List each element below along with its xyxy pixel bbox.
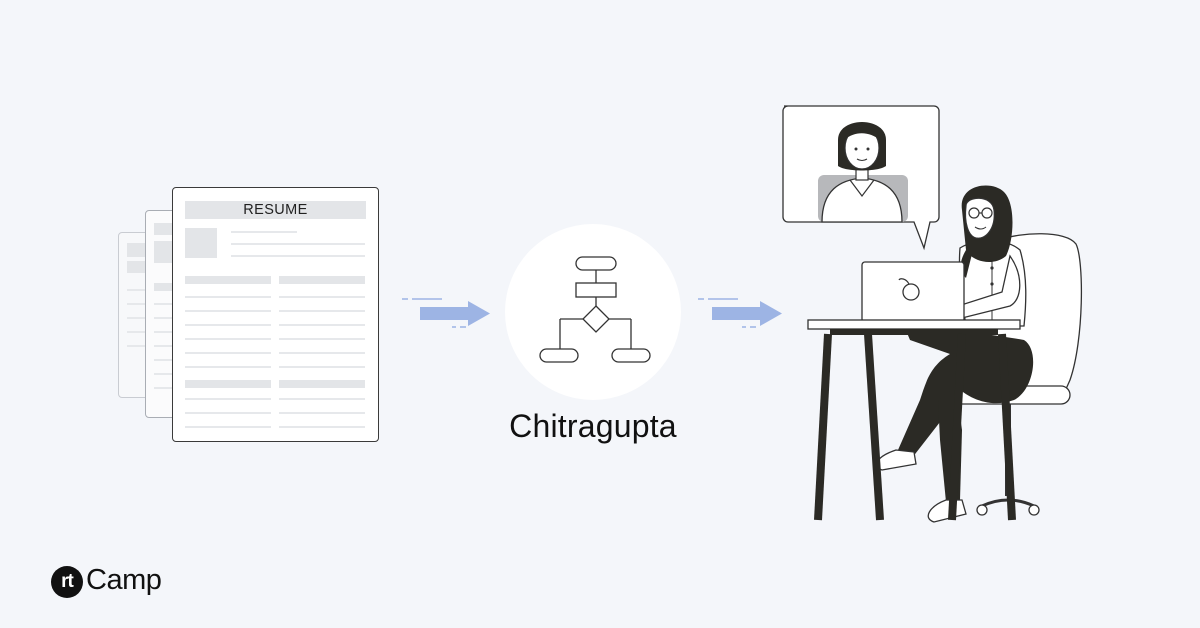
placeholder-line	[127, 345, 147, 347]
placeholder-line	[127, 317, 147, 319]
placeholder-line	[185, 352, 271, 354]
section-heading-placeholder	[279, 276, 365, 284]
placeholder-line	[279, 310, 365, 312]
resume-photo-placeholder	[185, 228, 217, 258]
placeholder-line	[185, 310, 271, 312]
placeholder-line	[185, 426, 271, 428]
placeholder-line	[231, 255, 365, 257]
section-heading-placeholder	[185, 380, 271, 388]
placeholder-line	[154, 387, 176, 389]
placeholder-line	[231, 243, 365, 245]
placeholder-line	[127, 303, 147, 305]
rtcamp-logo-icon: rt	[51, 566, 83, 598]
logo-mark-text: rt	[61, 571, 74, 592]
placeholder-line	[154, 317, 176, 319]
placeholder-line	[279, 412, 365, 414]
flowchart-icon	[539, 256, 651, 363]
placeholder-line	[279, 338, 365, 340]
placeholder-line	[279, 398, 365, 400]
section-heading-placeholder	[185, 276, 271, 284]
resume-title: RESUME	[185, 201, 366, 219]
placeholder-line	[185, 296, 271, 298]
placeholder-block	[154, 283, 176, 291]
process-label: Chitragupta	[509, 408, 677, 444]
placeholder-block	[154, 223, 176, 235]
placeholder-line	[279, 426, 365, 428]
placeholder-line	[279, 296, 365, 298]
interview-scene	[782, 105, 1083, 523]
placeholder-line	[154, 303, 176, 305]
placeholder-line	[279, 324, 365, 326]
placeholder-line	[279, 366, 365, 368]
placeholder-block	[127, 261, 147, 273]
resume-sheet-front: RESUME	[172, 187, 379, 442]
logo-wordmark: Camp	[86, 564, 162, 596]
placeholder-line	[185, 338, 271, 340]
placeholder-line	[154, 345, 176, 347]
placeholder-line	[154, 359, 176, 361]
section-heading-placeholder	[279, 380, 365, 388]
interviewer-icon	[782, 105, 940, 251]
arrow-right-icon	[402, 298, 490, 328]
placeholder-line	[279, 352, 365, 354]
placeholder-block	[154, 241, 176, 263]
placeholder-line	[127, 289, 147, 291]
placeholder-line	[231, 231, 297, 233]
placeholder-line	[154, 331, 176, 333]
placeholder-line	[185, 366, 271, 368]
placeholder-line	[154, 373, 176, 375]
arrow-right-icon	[698, 298, 782, 328]
placeholder-line	[185, 398, 271, 400]
placeholder-line	[185, 412, 271, 414]
candidate-at-laptop-icon	[807, 185, 1083, 523]
placeholder-line	[185, 324, 271, 326]
placeholder-line	[127, 331, 147, 333]
